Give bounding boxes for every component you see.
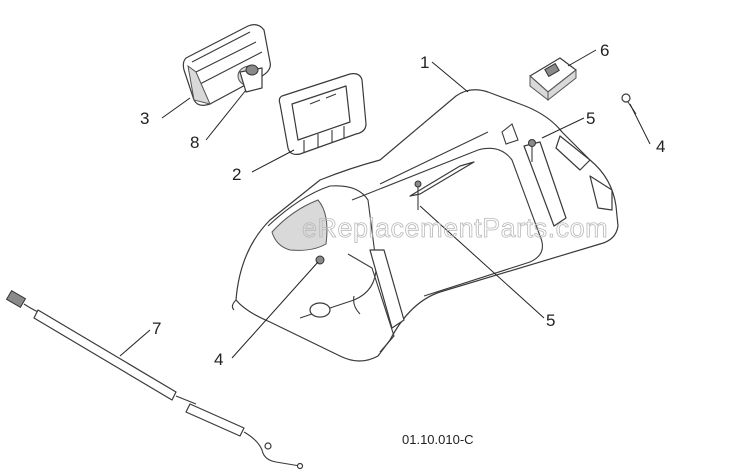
callout-1: 1: [420, 53, 429, 72]
callout-3: 3: [140, 109, 149, 128]
callout-5-upper: 5: [586, 109, 595, 128]
callout-6: 6: [600, 41, 609, 60]
callout-7: 7: [152, 319, 161, 338]
reference-code: 01.10.010-C: [402, 432, 474, 447]
leader-lines: [119, 49, 651, 359]
bulb-socket: [237, 64, 263, 93]
headlight-bracket: [278, 73, 367, 155]
headlight-housing: [182, 24, 271, 106]
callout-5-center: 5: [546, 311, 555, 330]
hood-shroud: [231, 89, 619, 362]
callout-8: 8: [190, 133, 199, 152]
bolt-upper: [528, 139, 536, 162]
callout-4-upper: 4: [656, 137, 665, 156]
wire-harness: [5, 289, 304, 470]
callout-2: 2: [232, 165, 241, 184]
watermark: eReplacementParts.com: [302, 213, 608, 243]
callout-4-lower: 4: [214, 350, 223, 369]
bolt-center: [414, 180, 422, 210]
switch: [529, 57, 577, 102]
